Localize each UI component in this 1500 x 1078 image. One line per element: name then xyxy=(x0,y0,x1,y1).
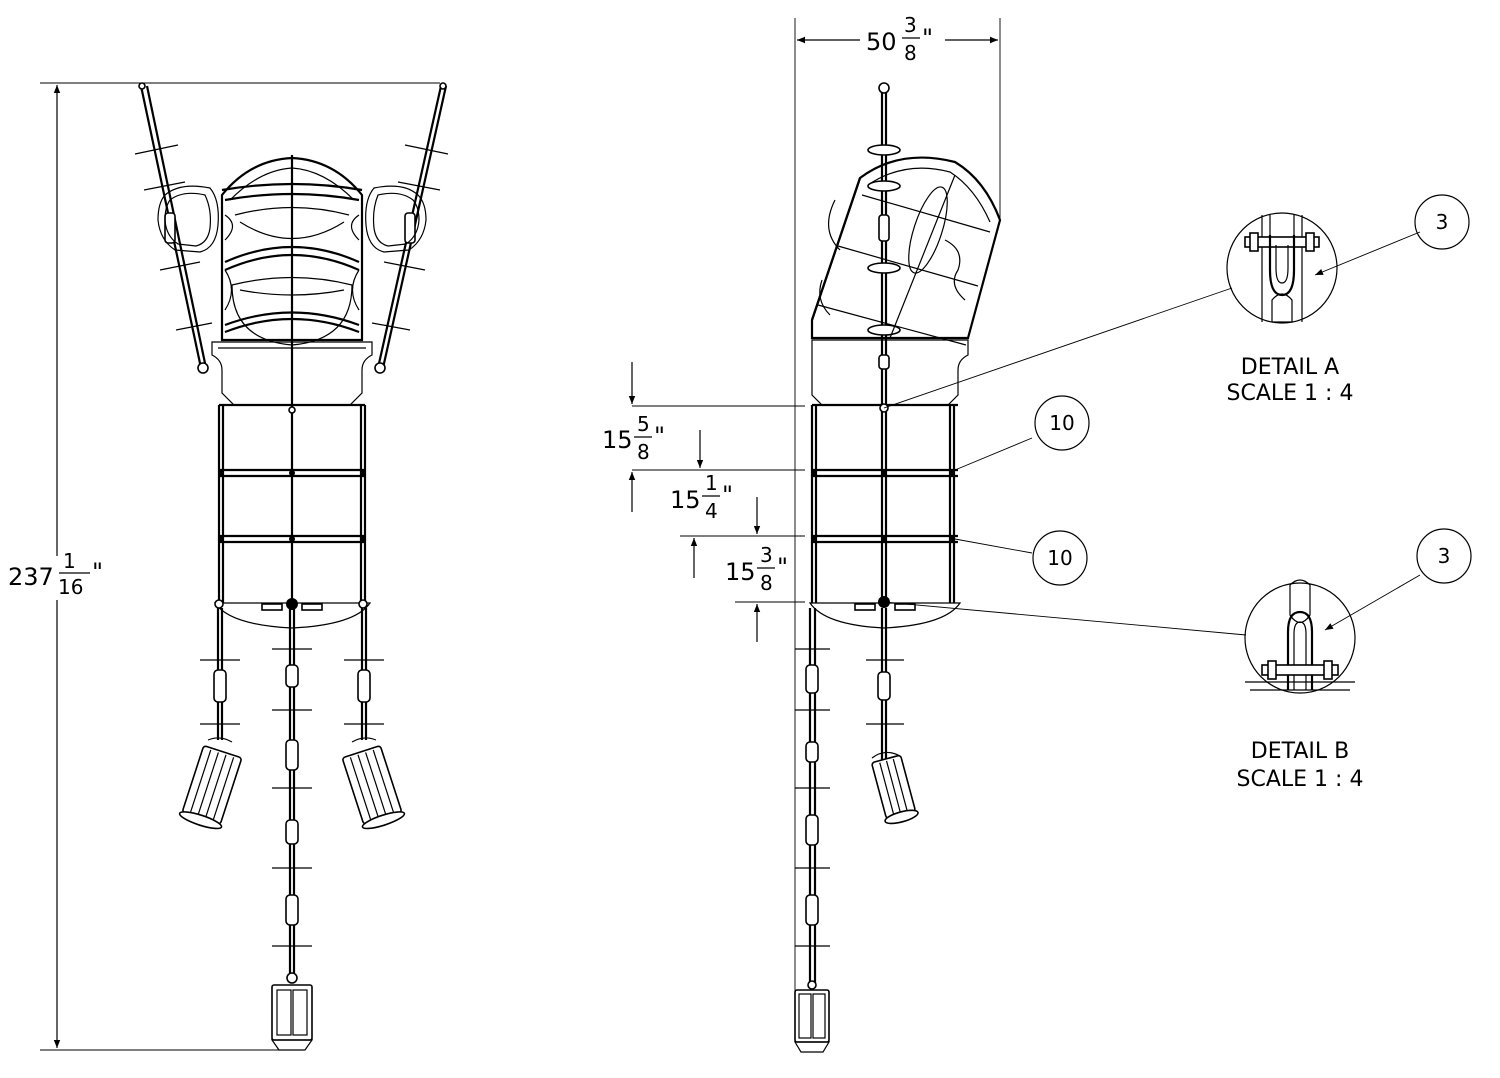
upper-cage xyxy=(220,155,364,605)
right-weight xyxy=(342,745,406,830)
left-weight xyxy=(178,745,242,830)
detail-a: 3 DETAIL A SCALE 1 : 4 xyxy=(1226,194,1470,406)
width-dim-unit: " xyxy=(922,24,933,52)
seg2-dim-unit: " xyxy=(722,481,733,509)
seg1-dim-den: 8 xyxy=(637,440,650,464)
tilted-body xyxy=(810,156,1002,346)
detail-a-scale: SCALE 1 : 4 xyxy=(1227,381,1354,406)
seg3-dim-den: 8 xyxy=(760,571,773,595)
width-dim-num: 3 xyxy=(904,13,917,37)
seg3-dim-whole: 15 xyxy=(725,558,756,586)
detail-b-title: DETAIL B xyxy=(1251,739,1349,764)
detail-b-scale: SCALE 1 : 4 xyxy=(1237,767,1364,792)
lower-cage xyxy=(213,403,372,629)
balloon-b-label: 3 xyxy=(1438,544,1451,568)
height-dim-unit: " xyxy=(92,558,103,586)
balloon-a-label: 3 xyxy=(1436,210,1449,234)
balloon-ring1: 10 xyxy=(1034,395,1090,451)
seg1-dim-unit: " xyxy=(654,422,665,450)
seg2-dim-whole: 15 xyxy=(670,486,701,514)
seg3-dim-num: 3 xyxy=(760,543,773,567)
segment-dimensions: 15 5 8 " 15 1 4 " 15 3 8 " xyxy=(602,362,805,642)
side-bottom-weight xyxy=(793,980,831,1053)
detail-b: 3 DETAIL B SCALE 1 : 4 xyxy=(1237,528,1472,792)
balloon-ring2: 10 xyxy=(1032,530,1088,586)
front-view: 237 1 16 " xyxy=(8,82,449,1051)
hanging-lines xyxy=(200,608,384,975)
side-weight xyxy=(871,754,919,825)
height-dim-den: 16 xyxy=(58,575,83,599)
seg1-dim-whole: 15 xyxy=(602,426,633,454)
width-dimension: 50 3 8 " xyxy=(794,13,1001,1042)
seg2-dim-num: 1 xyxy=(705,471,718,495)
seg3-dim-unit: " xyxy=(777,553,788,581)
width-dim-den: 8 xyxy=(904,41,917,65)
side-lower-cage xyxy=(808,403,962,629)
bottom-weight xyxy=(270,972,314,1051)
height-dimension: 237 1 16 " xyxy=(8,82,440,1051)
balloon-ring1-label: 10 xyxy=(1049,411,1074,435)
seg1-dim-num: 5 xyxy=(637,412,650,436)
side-view: 50 3 8 " 15 5 8 " 15 1 4 xyxy=(602,13,1247,1053)
arm-struts xyxy=(134,82,449,374)
height-dim-num: 1 xyxy=(63,549,76,573)
seg2-dim-den: 4 xyxy=(705,499,718,523)
height-dim-whole: 237 xyxy=(8,563,54,591)
detail-a-title: DETAIL A xyxy=(1241,355,1339,380)
balloon-ring2-label: 10 xyxy=(1047,546,1072,570)
width-dim-whole: 50 xyxy=(866,28,897,56)
